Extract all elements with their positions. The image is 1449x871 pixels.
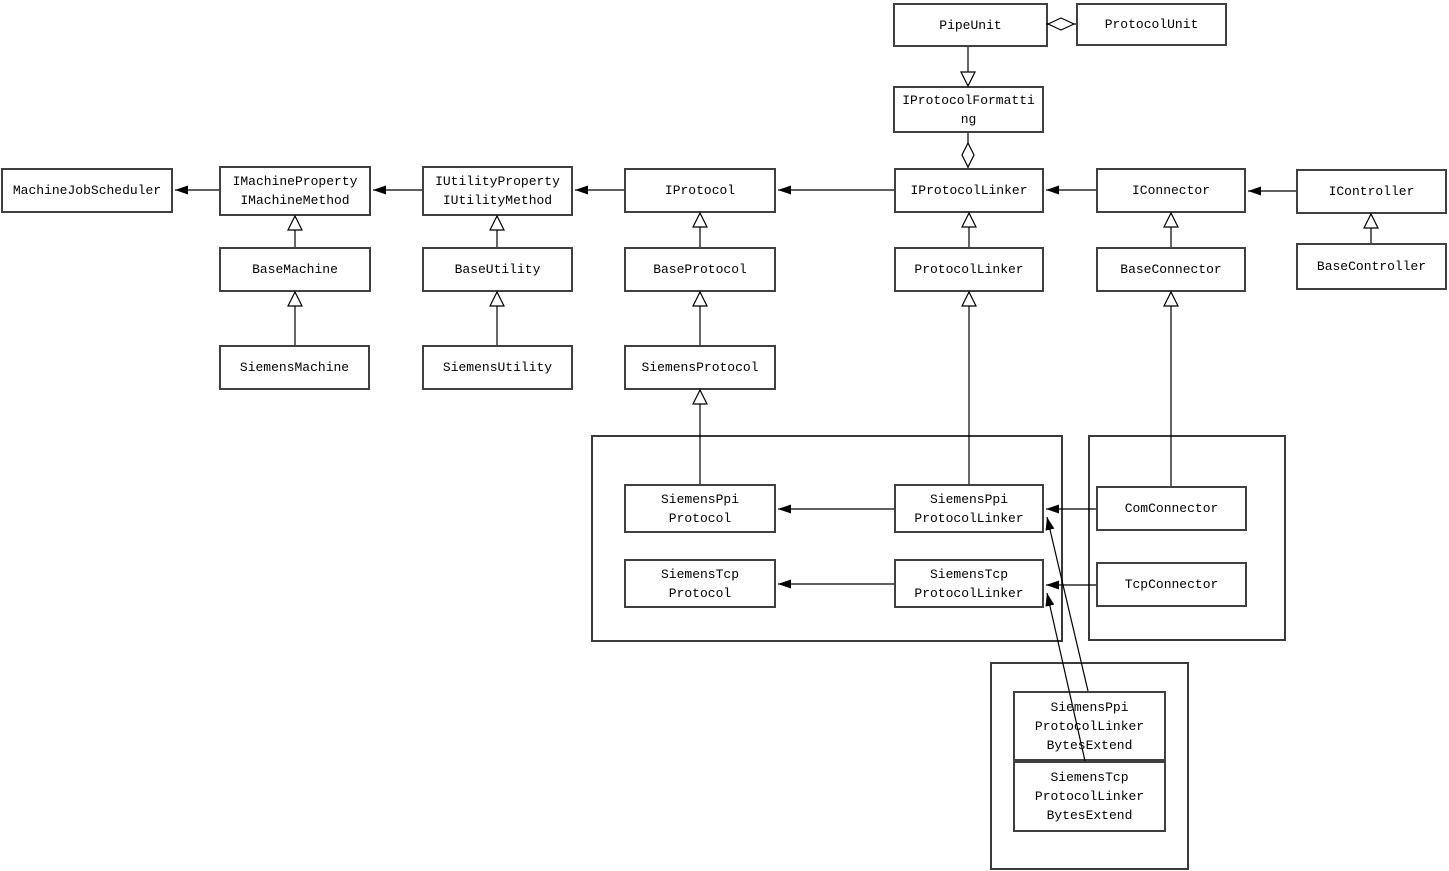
class-label: IProtocolLinker [910,183,1028,198]
class-label: SiemensMachine [239,360,350,375]
class-box-siemens-ppi-protocol: SiemensPpi Protocol [624,484,776,533]
class-label: TcpConnector [1124,577,1219,592]
class-box-siemens-ppi-protocol-linker-bytes-extend: SiemensPpi ProtocolLinker BytesExtend [1013,691,1166,761]
class-label: BaseUtility [454,262,541,277]
class-label: ProtocolLinker [914,262,1024,277]
class-label: IProtocolFormatting [902,92,1035,127]
class-box-protocol-linker: ProtocolLinker [894,247,1044,292]
class-box-siemens-ppi-protocol-linker: SiemensPpi ProtocolLinker [894,484,1044,533]
group-frame-connectors [1088,435,1286,641]
class-box-imachine-property-method: IMachineProperty IMachineMethod [219,166,371,216]
class-box-iconnector: IConnector [1096,168,1246,213]
class-label: SiemensPpi ProtocolLinker [914,491,1024,526]
class-label: BaseMachine [252,262,338,277]
class-label: IMachineProperty IMachineMethod [232,174,358,208]
group-frame-bytes-extend [990,662,1189,870]
class-box-iprotocol-formatting: IProtocolFormatting [893,86,1044,133]
class-box-siemens-protocol: SiemensProtocol [624,345,776,390]
class-box-siemens-machine: SiemensMachine [219,345,370,390]
class-box-iutility-property-method: IUtilityProperty IUtilityMethod [422,166,573,216]
class-label: IProtocol [664,183,736,198]
class-label: SiemensPpi ProtocolLinker BytesExtend [1034,699,1145,753]
class-label: SiemensTcp ProtocolLinker [914,566,1024,601]
class-box-iprotocol-linker: IProtocolLinker [894,168,1044,213]
class-box-icontroller: IController [1296,169,1447,214]
class-box-iprotocol: IProtocol [624,168,776,213]
class-label: BaseProtocol [653,262,747,277]
class-box-siemens-tcp-protocol-linker-bytes-extend: SiemensTcp ProtocolLinker BytesExtend [1013,761,1166,832]
class-label: MachineJobScheduler [12,183,162,198]
class-box-siemens-utility: SiemensUtility [422,345,573,390]
class-label: ProtocolUnit [1104,17,1199,32]
class-box-tcp-connector: TcpConnector [1096,562,1247,607]
class-label: SiemensProtocol [641,360,759,375]
class-box-base-machine: BaseMachine [219,247,371,292]
class-label: ComConnector [1124,501,1219,516]
class-box-com-connector: ComConnector [1096,486,1247,531]
class-label: PipeUnit [939,17,1002,33]
class-label: IConnector [1131,183,1210,198]
class-box-base-controller: BaseController [1296,243,1447,290]
group-frame-siemens-protocols [591,435,1063,642]
class-label: SiemensTcp Protocol [660,566,739,601]
class-label: BaseController [1316,259,1427,274]
class-label: IUtilityProperty IUtilityMethod [435,174,560,208]
class-box-pipe-unit: PipeUnit [893,3,1048,47]
class-label: BaseConnector [1120,262,1222,277]
class-box-base-protocol: BaseProtocol [624,247,776,292]
class-box-base-utility: BaseUtility [422,247,573,292]
class-box-machine-job-scheduler: MachineJobScheduler [1,168,173,213]
class-label: SiemensUtility [442,360,553,375]
class-box-siemens-tcp-protocol: SiemensTcp Protocol [624,559,776,608]
class-label: SiemensPpi Protocol [660,491,739,526]
class-box-siemens-tcp-protocol-linker: SiemensTcp ProtocolLinker [894,559,1044,608]
class-label: SiemensTcp ProtocolLinker BytesExtend [1034,770,1145,823]
class-box-protocol-unit: ProtocolUnit [1076,3,1227,46]
class-box-base-connector: BaseConnector [1096,247,1246,292]
class-label: IController [1328,184,1415,199]
